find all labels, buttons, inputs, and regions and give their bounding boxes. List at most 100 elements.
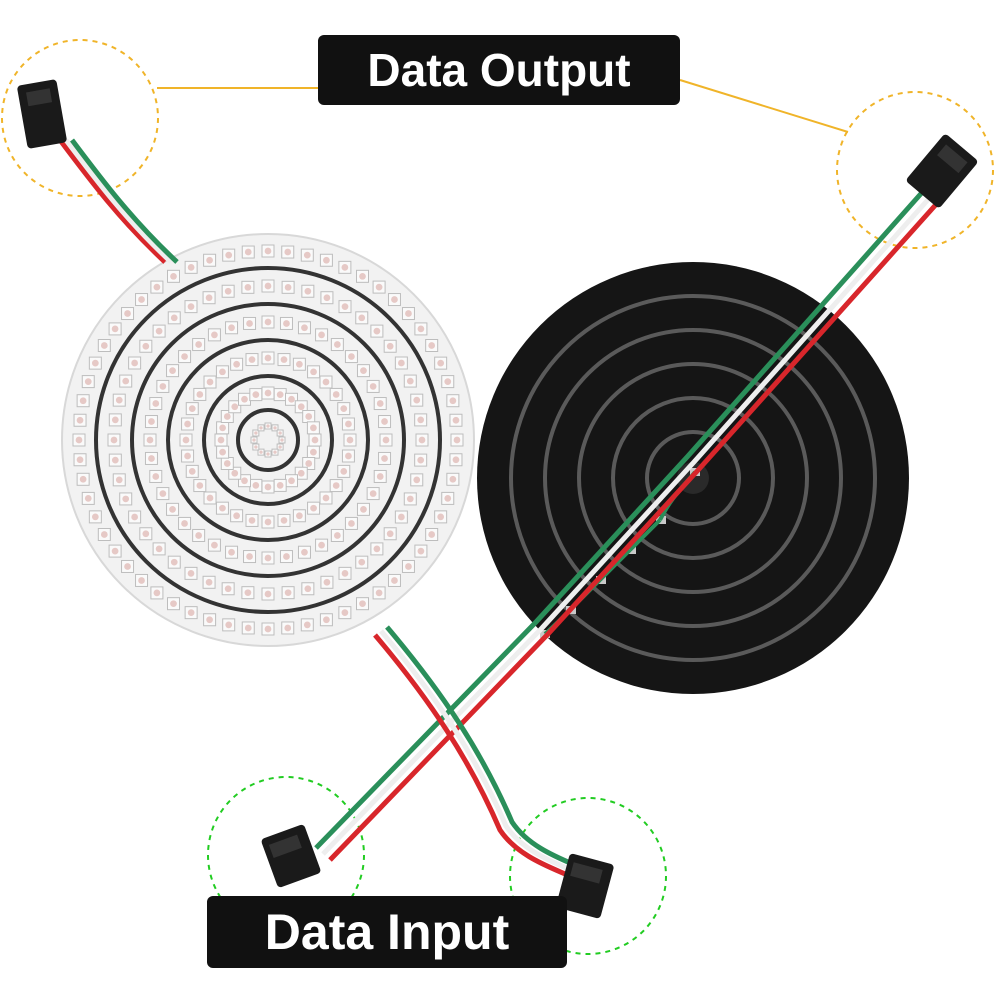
led-pixel: [356, 502, 370, 516]
led-pixel: [193, 387, 207, 401]
led-pixel: [108, 413, 122, 427]
led-pixel: [306, 421, 320, 435]
led-pixel: [150, 586, 164, 600]
led-pixel: [434, 510, 448, 524]
led-pixel: [72, 433, 86, 447]
led-pixel: [81, 491, 95, 505]
led-pixel: [414, 453, 428, 467]
led-pixel: [373, 469, 387, 483]
led-pixel: [150, 280, 164, 294]
led-pixel: [245, 513, 259, 527]
led-pixel: [302, 457, 316, 470]
led-pixel: [257, 424, 265, 432]
led-pixel: [121, 307, 135, 321]
led-pixel: [301, 582, 315, 596]
led-pixel: [279, 316, 293, 330]
led-pixel: [257, 448, 265, 456]
led-pixel: [355, 555, 369, 569]
led-pixel: [243, 316, 257, 330]
led-pixel: [273, 478, 287, 492]
led-pixel: [222, 248, 236, 262]
led-pixel: [261, 279, 275, 293]
led-pixel: [264, 450, 272, 458]
led-pixel: [88, 510, 102, 524]
led-pixel: [410, 473, 424, 487]
led-pixel: [207, 328, 221, 342]
led-pixel: [300, 618, 314, 632]
led-pixel: [425, 528, 439, 541]
led-pixel: [264, 422, 272, 430]
led-pixel: [97, 339, 111, 352]
led-pixel: [271, 448, 279, 456]
led-pixel: [167, 555, 181, 569]
led-pixel: [192, 528, 206, 542]
led-pixel: [184, 300, 198, 314]
led-pixel: [261, 551, 275, 565]
led-pixel: [387, 293, 401, 307]
led-pixel: [403, 492, 417, 506]
led-pixel: [230, 357, 244, 371]
led-pixel: [372, 586, 386, 600]
led-pixel: [372, 280, 386, 294]
led-pixel: [108, 544, 122, 558]
led-pixel: [366, 379, 380, 393]
led-pixel: [330, 528, 344, 542]
led-pixel: [149, 397, 163, 411]
led-pixel: [152, 542, 166, 556]
led-pixel: [297, 545, 311, 559]
led-pixel: [278, 436, 286, 444]
led-pixel: [378, 415, 392, 429]
led-pixel: [135, 293, 149, 307]
led-pixel: [139, 527, 153, 541]
led-pixel: [202, 575, 216, 589]
led-pixel: [285, 474, 298, 488]
led-pixel: [185, 402, 199, 416]
led-pixel: [319, 613, 333, 627]
led-pixel: [300, 248, 314, 262]
led-pixel: [379, 433, 393, 447]
led-pixel: [179, 433, 193, 447]
led-pixel: [112, 473, 126, 487]
led-pixel: [135, 573, 149, 587]
led-pixel: [144, 415, 158, 429]
led-pixel: [308, 433, 322, 447]
led-pixel: [181, 417, 195, 431]
led-pixel: [214, 433, 228, 447]
led-pixel: [252, 443, 260, 451]
led-pixel: [355, 311, 369, 325]
led-pixel: [356, 597, 369, 611]
led-pixel: [166, 364, 180, 378]
led-pixel: [184, 260, 198, 274]
led-pixel: [216, 445, 230, 459]
led-pixel: [410, 393, 424, 407]
led-pixel: [383, 527, 397, 541]
led-pixel: [378, 451, 392, 465]
led-pixel: [203, 375, 217, 389]
led-pixel: [307, 365, 321, 379]
led-pixel: [338, 606, 352, 620]
led-pixel: [225, 545, 239, 559]
led-pixel: [341, 449, 355, 463]
led-pixel: [301, 284, 315, 298]
led-pixel: [245, 353, 259, 367]
led-pixel: [394, 510, 408, 524]
led-pixel: [337, 464, 351, 478]
led-pixel: [221, 284, 235, 298]
led-pixel: [401, 307, 415, 321]
led-pixel: [281, 586, 295, 600]
data-output-label: Data Output: [318, 35, 680, 105]
led-pixel: [241, 586, 255, 600]
led-pixel: [241, 621, 255, 635]
led-pixel: [294, 400, 308, 414]
led-pixel: [181, 449, 195, 463]
connector-input-left: [261, 824, 321, 888]
led-pixel: [261, 587, 275, 601]
led-pixel: [344, 350, 358, 364]
led-pixel: [281, 245, 295, 259]
led-pixel: [192, 338, 206, 352]
led-pixel: [276, 429, 284, 437]
led-pixel: [356, 364, 370, 378]
led-pixel: [108, 322, 122, 336]
long-diagonal-wire: [314, 186, 942, 862]
led-pixel: [285, 392, 298, 406]
